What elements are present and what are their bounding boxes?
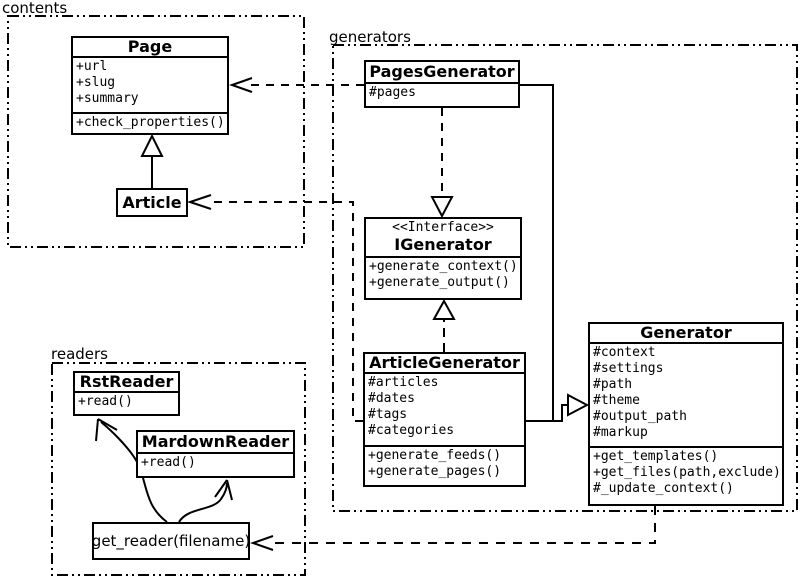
attribute-line: #tags [368,407,408,422]
method-line: +read() [78,394,133,409]
class-articlegenerator-attributes: #articles #dates #tags #categories [365,372,524,445]
realization-arrow-articlegenerator-to-igenerator [432,298,456,352]
get-reader-node: get_reader(filename) [92,522,250,560]
attribute-line: #context [593,345,656,360]
class-igenerator-header: <<Interface>> IGenerator [366,219,520,256]
method-line: #_update_context() [593,481,734,496]
inheritance-arrow-generators-to-generator [520,84,590,422]
class-rstreader: RstReader +read() [73,371,180,416]
method-line: +generate_output() [369,275,510,290]
attribute-line: #theme [593,393,640,408]
class-igenerator-methods: +generate_context() +generate_output() [366,256,520,298]
package-label-generators: generators [329,28,411,46]
class-generator-attributes: #context #settings #path #theme #output_… [590,342,782,446]
package-border-generators [332,44,798,512]
class-page-attributes: +url +slug +summary [73,56,227,112]
class-mardownreader: MardownReader +read() [136,430,295,478]
attribute-line: #settings [593,361,664,376]
interface-stereotype: <<Interface>> [392,220,494,235]
package-border-contents [7,15,305,248]
dependency-arrow-pagesgenerator-to-page [228,77,364,93]
method-line: +check_properties() [76,115,225,130]
class-pagesgenerator-title: PagesGenerator [369,62,515,81]
attribute-line: #categories [368,423,455,438]
attribute-line: #output_path [593,409,687,424]
class-rstreader-methods: +read() [75,391,178,414]
realization-arrow-pagesgenerator-to-igenerator [430,108,454,219]
method-line: +get_templates() [593,449,719,464]
method-line: +generate_pages() [368,464,502,479]
class-pagesgenerator-attributes: #pages [366,82,518,106]
class-generator-methods: +get_templates() +get_files(path,exclude… [590,446,782,504]
class-article-title: Article [122,192,182,212]
attribute-line: #path [593,377,633,392]
class-article: Article [116,188,188,217]
class-generator: Generator #context #settings #path #them… [588,322,784,506]
class-generator-title: Generator [640,323,732,342]
dependency-arrow-articlegenerator-to-article [186,194,363,422]
arrow-getreader-to-rstreader [95,418,168,523]
attribute-line: #pages [369,85,416,100]
package-label-contents: contents [2,0,68,17]
class-mardownreader-title: MardownReader [141,432,290,451]
attribute-line: #dates [368,391,415,406]
class-articlegenerator: ArticleGenerator #articles #dates #tags … [363,352,526,487]
method-line: +get_files(path,exclude) [593,465,781,480]
class-articlegenerator-title: ArticleGenerator [369,353,520,372]
method-line: +generate_context() [369,259,518,274]
class-rstreader-title: RstReader [79,372,174,391]
dependency-arrow-generator-to-getreader [249,506,656,551]
attribute-line: #articles [368,375,439,390]
attribute-line: +slug [76,75,116,90]
class-igenerator: <<Interface>> IGenerator +generate_conte… [364,217,522,300]
method-line: +read() [141,455,196,470]
method-line: +generate_feeds() [368,448,502,463]
class-page: Page +url +slug +summary +check_properti… [71,36,229,135]
class-page-methods: +check_properties() [73,112,227,133]
package-border-readers [51,362,306,576]
attribute-line: +summary [76,91,139,106]
arrow-getreader-to-mardownreader [178,479,233,523]
class-page-title: Page [127,37,173,56]
attribute-line: +url [76,59,108,74]
package-label-readers: readers [51,345,108,363]
class-mardownreader-methods: +read() [138,452,293,476]
attribute-line: #markup [593,425,648,440]
inheritance-arrow-article-to-page [140,133,164,188]
class-igenerator-title: IGenerator [394,235,492,254]
class-pagesgenerator: PagesGenerator #pages [364,60,520,108]
class-articlegenerator-methods: +generate_feeds() +generate_pages() [365,445,524,485]
